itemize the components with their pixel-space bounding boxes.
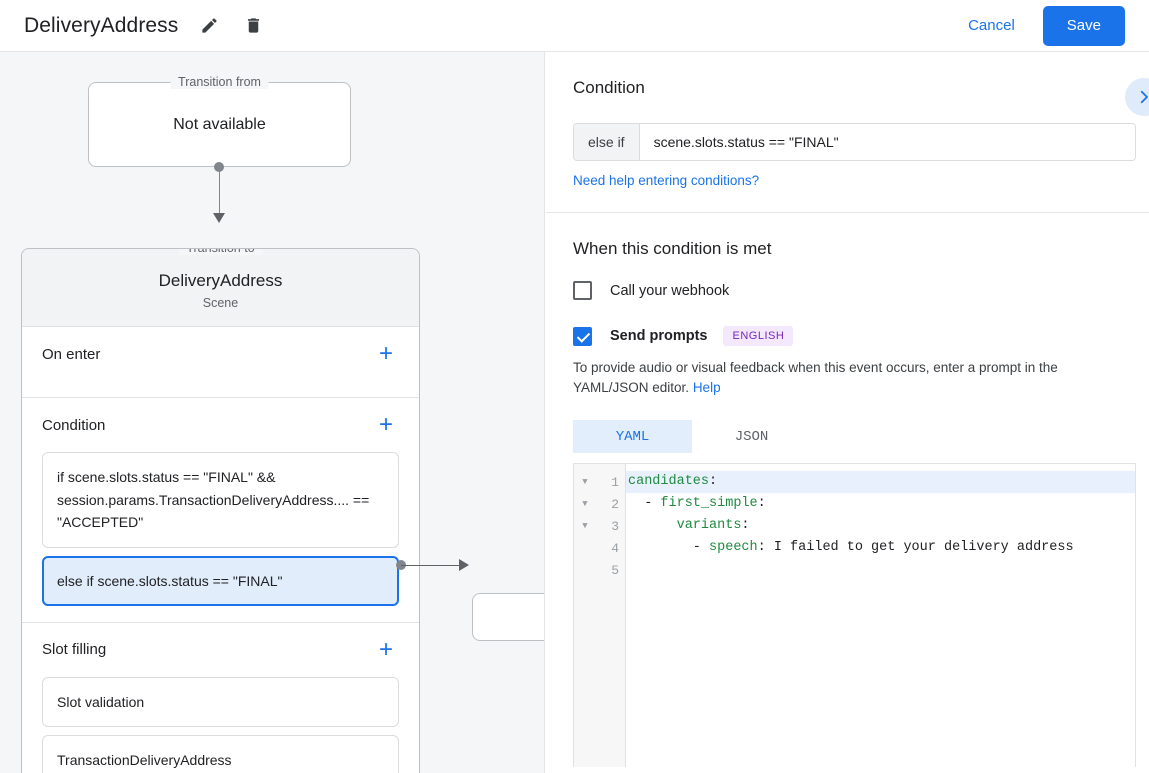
cancel-button[interactable]: Cancel: [956, 9, 1027, 42]
page-title: DeliveryAddress: [24, 13, 179, 37]
section-condition: Condition + if scene.slots.status == "FI…: [22, 398, 419, 623]
details-panel: Condition else if Need help entering con…: [546, 52, 1149, 773]
condition-expression-input[interactable]: [639, 124, 1135, 160]
add-slot-filling-button[interactable]: +: [378, 635, 393, 663]
code-colon: :: [757, 540, 766, 555]
when-condition-met-section: When this condition is met Call your web…: [546, 213, 1149, 767]
editor-code-area[interactable]: candidates: - first_simple: variants: - …: [626, 464, 1135, 767]
editor-gutter-row: 4: [574, 537, 625, 559]
code-indent: -: [628, 496, 661, 511]
connector-line-vertical: [218, 167, 220, 215]
flow-canvas[interactable]: Transition from Not available Transition…: [0, 52, 545, 773]
code-key: variants: [676, 518, 742, 533]
section-on-enter: On enter +: [22, 327, 419, 398]
top-app-bar: DeliveryAddress Cancel Save: [0, 0, 1149, 52]
code-key: first_simple: [660, 496, 758, 511]
tab-yaml[interactable]: YAML: [573, 420, 692, 453]
condition-chip-else-if[interactable]: else if scene.slots.status == "FINAL": [42, 555, 399, 606]
section-header-on-enter: On enter +: [42, 327, 399, 381]
code-indent: [628, 518, 677, 533]
save-button[interactable]: Save: [1042, 5, 1125, 46]
slot-chip-slot-validation[interactable]: Slot validation: [42, 676, 399, 727]
condition-expression-row[interactable]: else if: [573, 123, 1136, 161]
editor-line-number: 2: [611, 496, 619, 512]
add-on-enter-button[interactable]: +: [378, 340, 393, 367]
panel-divider: [546, 212, 1149, 213]
chevron-right-icon[interactable]: [1125, 78, 1149, 116]
condition-help-link[interactable]: Need help entering conditions?: [573, 173, 760, 188]
condition-operator-label: else if: [574, 124, 640, 160]
condition-panel-title: Condition: [573, 78, 645, 97]
condition-section: Condition else if Need help entering con…: [546, 52, 1149, 213]
transition-to-legend: Transition to: [178, 248, 263, 255]
code-key: speech: [709, 540, 758, 555]
language-badge: ENGLISH: [723, 326, 794, 346]
fold-triangle-icon[interactable]: ▼: [582, 521, 588, 531]
send-prompts-label: Send prompts: [610, 328, 708, 344]
editor-gutter-row: ▼2: [574, 493, 625, 515]
slot-chip-transaction-delivery-address[interactable]: TransactionDeliveryAddress: [42, 734, 399, 773]
scene-type: Scene: [202, 296, 239, 310]
webhook-checkbox-row[interactable]: Call your webhook: [573, 281, 1122, 300]
code-indent: -: [628, 540, 710, 555]
editor-format-tabs[interactable]: YAML JSON: [573, 420, 1122, 453]
editor-code-line: - speech: I failed to get your delivery …: [626, 537, 1135, 559]
scene-header: DeliveryAddress Scene: [22, 249, 419, 327]
connector-line-horizontal: [401, 564, 461, 566]
fold-triangle-icon[interactable]: ▼: [582, 477, 588, 487]
connector-arrow-down: [213, 213, 225, 223]
code-key: candidates: [628, 474, 710, 489]
fold-triangle-icon[interactable]: ▼: [582, 499, 588, 509]
prompts-helper-text: To provide audio or visual feedback when…: [573, 358, 1122, 398]
editor-gutter-row: 5: [574, 559, 625, 581]
transition-from-node[interactable]: Transition from Not available: [88, 75, 351, 167]
editor-line-number: 4: [611, 540, 619, 556]
section-title-condition: Condition: [42, 416, 106, 434]
code-colon: :: [757, 496, 766, 511]
transition-from-value: Not available: [173, 115, 266, 133]
condition-chip-if[interactable]: if scene.slots.status == "FINAL" && sess…: [42, 452, 399, 548]
editor-code-line: - first_simple:: [626, 493, 1135, 515]
add-condition-button[interactable]: +: [378, 411, 393, 438]
editor-gutter-row: ▼1: [574, 471, 625, 493]
transition-to-card[interactable]: Transition to DeliveryAddress Scene On e…: [21, 248, 420, 773]
editor-gutter-row: ▼3: [574, 515, 625, 537]
when-met-title: When this condition is met: [573, 239, 772, 258]
connector-arrow-right: [459, 559, 469, 571]
section-title-on-enter: On enter: [42, 345, 101, 363]
code-colon: :: [709, 474, 718, 489]
downstream-empty-node[interactable]: [472, 593, 544, 641]
editor-line-number: 3: [611, 518, 619, 534]
section-header-slot-filling: Slot filling +: [42, 623, 399, 677]
editor-code-line: [626, 559, 1135, 581]
editor-code-line: variants:: [626, 515, 1135, 537]
editor-line-number: 5: [611, 562, 619, 578]
prompts-helper-sentence: To provide audio or visual feedback when…: [573, 360, 1058, 395]
send-prompts-checkbox[interactable]: [573, 326, 592, 346]
section-header-condition: Condition +: [42, 398, 399, 452]
scene-name: DeliveryAddress: [158, 271, 283, 290]
tab-json[interactable]: JSON: [734, 428, 769, 445]
transition-from-legend: Transition from: [170, 75, 269, 89]
section-title-slot-filling: Slot filling: [42, 641, 107, 658]
send-prompts-checkbox-row[interactable]: Send prompts ENGLISH: [573, 326, 1122, 346]
pencil-icon[interactable]: [196, 13, 222, 39]
editor-code-line: candidates:: [626, 471, 1135, 493]
code-colon: :: [741, 518, 750, 533]
call-webhook-label: Call your webhook: [610, 282, 730, 299]
section-slot-filling: Slot filling + Slot validation Transacti…: [22, 622, 419, 773]
prompts-help-link[interactable]: Help: [692, 380, 721, 395]
trash-icon[interactable]: [240, 13, 266, 39]
code-value: I failed to get your delivery address: [765, 540, 1074, 555]
call-webhook-checkbox[interactable]: [573, 281, 592, 300]
editor-line-number: 1: [611, 474, 619, 490]
